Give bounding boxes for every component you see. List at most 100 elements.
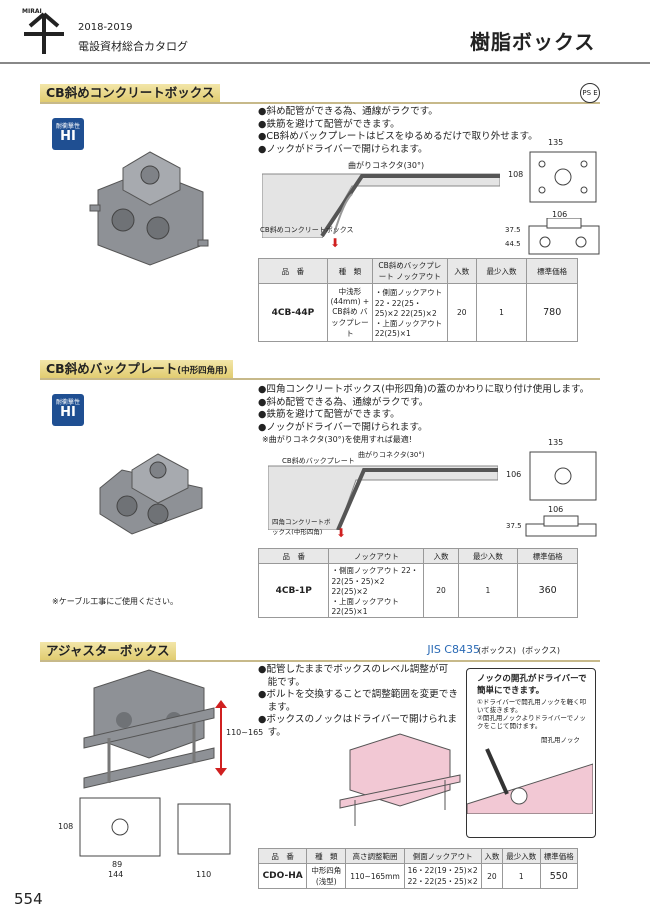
section2-header: CB斜めバックプレート(中形四角用) xyxy=(40,360,600,380)
column-header: 高さ調整範囲 xyxy=(345,848,405,864)
min-qty: 1 xyxy=(475,283,528,342)
mirai-logo xyxy=(24,12,64,54)
table-header-row: 品 番 種 類 CB斜めバックプレート ノックアウト 入数 最少入数 標準価格 xyxy=(258,258,578,284)
dim-width-total: 144 xyxy=(108,870,124,879)
column-header: 品 番 xyxy=(258,258,328,284)
section1-features: ●斜め配管ができる為、通線がラクです。 ●鉄筋を避けて配管ができます。 ●CB斜… xyxy=(258,106,538,156)
feature-item: ●鉄筋を避けて配管ができます。 xyxy=(258,409,400,420)
section2-spec-table: 品 番 ノックアウト 入数 最少入数 標準価格 4CB-1P ・側面ノックアウト… xyxy=(257,548,578,618)
product-code: 4CB-44P xyxy=(258,283,328,342)
pack-qty: 20 xyxy=(446,283,477,342)
column-header: 品 番 xyxy=(257,548,330,564)
table-row: CDO-HA 中形四角(浅型) 110~165mm 16・22(19・25)×2… xyxy=(257,863,579,889)
section2-title-text: CB斜めバックプレート xyxy=(46,361,178,376)
knockout-side: 16・22(19・25)×2 22・22(25・25)×2 xyxy=(403,863,482,889)
table-header-row: 品 番 ノックアウト 入数 最少入数 標準価格 xyxy=(257,548,578,564)
knockout-top: ・上面ノックアウト 22(25)×1 xyxy=(331,597,399,616)
feature-item: す。 xyxy=(258,726,286,738)
column-header: 種 類 xyxy=(306,848,347,864)
product-type: 中形四角(浅型) xyxy=(306,863,347,889)
knockout-top: ・上面ノックアウト 22(25)×1 xyxy=(374,319,443,338)
side-view-drawing xyxy=(525,515,597,537)
knockout-side: ・側面ノックアウト 22・22(25・25)×2 22(25)×2 xyxy=(374,288,443,318)
dim-depth: 106 xyxy=(552,210,568,219)
jis-note: (ボックス) xyxy=(477,646,516,655)
section3-title: アジャスターボックス xyxy=(40,642,176,660)
section1-header: CB斜めコンクリートボックス PS E xyxy=(40,83,600,104)
top-view-drawing xyxy=(79,797,161,857)
conduit-label: 曲がりコネクタ(30°) xyxy=(358,451,425,459)
list-price: 550 xyxy=(539,863,579,889)
feature-item: 能です。 xyxy=(258,676,306,688)
column-header: 品 番 xyxy=(257,848,308,864)
section1-title: CB斜めコンクリートボックス xyxy=(40,84,221,102)
feature-item: ●斜め配管できる為、通線がラクです。 xyxy=(258,396,429,408)
section3-header: アジャスターボックス JIS C8435 (ボックス) (ボックス) xyxy=(40,642,600,662)
pack-qty: 20 xyxy=(480,863,504,889)
brand-mark: MIRAI xyxy=(22,8,42,15)
dim-depth: 106 xyxy=(548,505,564,514)
callout-step: ①ドライバーで開孔用ノックを軽く叩いて抜きます。 xyxy=(477,698,587,714)
column-header: ノックアウト xyxy=(328,548,425,564)
column-header: 標準価格 xyxy=(526,258,578,284)
table-row: 4CB-44P 中浅形(44mm) + CB斜め バックプレート ・側面ノックア… xyxy=(258,283,578,342)
section2-title: CB斜めバックプレート(中形四角用) xyxy=(40,360,234,378)
product-photo-4cb-44p xyxy=(89,151,209,266)
dim-h3: 37.5 xyxy=(505,226,521,234)
side-view-drawing xyxy=(528,218,600,255)
section3-spec-table: 品 番 種 類 高さ調整範囲 側面ノックアウト 入数 最少入数 標準価格 CDO… xyxy=(257,848,579,889)
column-header: 最少入数 xyxy=(457,548,519,564)
box-label: CB斜めコンクリートボックス xyxy=(260,226,354,234)
plate-label: CB斜めバックプレート xyxy=(282,457,355,465)
badge-label: 耐衝撃性 xyxy=(55,123,80,130)
installation-diagram-1 xyxy=(262,156,500,238)
dim-adjust-range: 110~165 xyxy=(226,728,264,737)
column-header: CB斜めバックプレート ノックアウト xyxy=(371,258,448,284)
dim-height: 106 xyxy=(506,470,522,479)
column-header: 最少入数 xyxy=(502,848,541,864)
feature-item: ●ボルトを交換することで調整範囲を変更でき xyxy=(258,689,458,700)
feature-item: ●四角コンクリートボックス(中形四角)の蓋のかわりに取り付け使用します。 xyxy=(258,384,590,395)
badge-code: HI xyxy=(60,405,76,420)
dim-width: 135 xyxy=(548,138,564,147)
column-header: 入数 xyxy=(480,848,504,864)
dim-width: 135 xyxy=(548,438,564,447)
arrow-down-icon: ⬇ xyxy=(336,526,347,540)
catalog-year: 2018-2019 xyxy=(78,22,133,33)
section3-features: ●配管したままでボックスのレベル調整が可 能です。 ●ボルトを交換することで調整… xyxy=(258,664,458,739)
exploded-view-diagram xyxy=(339,733,461,826)
feature-item: ●ノックがドライバーで開けられます。 xyxy=(258,143,428,155)
dim-depth: 110 xyxy=(196,870,212,879)
dim-height: 108 xyxy=(58,822,74,831)
dim-width: 89 xyxy=(112,860,123,869)
column-header: 入数 xyxy=(423,548,459,564)
section2-features: ●四角コンクリートボックス(中形四角)の蓋のかわりに取り付け使用します。 ●斜め… xyxy=(258,384,589,434)
top-view-drawing xyxy=(529,151,597,203)
column-header: 種 類 xyxy=(326,258,373,284)
product-code: 4CB-1P xyxy=(257,563,330,618)
arrow-down-icon: ⬇ xyxy=(330,236,341,250)
height-range-arrow-icon xyxy=(215,700,227,776)
column-header: 入数 xyxy=(446,258,477,284)
header-divider xyxy=(0,62,650,64)
callout-title: 簡単にできます。 xyxy=(477,686,545,696)
conduit-label: 曲がりコネクタ(30°) xyxy=(348,161,425,170)
knockout-side: ・側面ノックアウト 22・22(25・25)×2 22(25)×2 xyxy=(331,566,419,596)
box-label: 四角コンクリートボックス(中形四角) xyxy=(272,518,331,536)
adjust-range: 110~165mm xyxy=(345,863,405,889)
product-photo-4cb-1p xyxy=(99,453,203,535)
ps-e-mark-icon: PS E xyxy=(580,83,600,103)
screwdriver-illustration xyxy=(466,748,594,815)
side-view-drawing xyxy=(177,803,231,855)
product-type: 中浅形(44mm) + CB斜め バックプレート xyxy=(326,283,373,342)
impact-resistance-badge: 耐衝撃性 HI xyxy=(52,394,84,426)
diagram-note: ※曲がりコネクタ(30°)を使用すれば最適! xyxy=(262,435,413,444)
knockout-callout: ノックの開孔がドライバーで 簡単にできます。 ①ドライバーで開孔用ノックを軽く叩… xyxy=(466,668,596,838)
product-code: CDO-HA xyxy=(257,863,308,889)
feature-item: ●鉄筋を避けて配管ができます。 xyxy=(258,118,400,130)
column-header: 標準価格 xyxy=(539,848,579,864)
product-photo-cdo-ha xyxy=(83,669,215,789)
catalog-name: 電設資材総合カタログ xyxy=(78,40,188,53)
dim-h2: 44.5 xyxy=(505,240,521,248)
badge-code: HI xyxy=(60,129,76,144)
